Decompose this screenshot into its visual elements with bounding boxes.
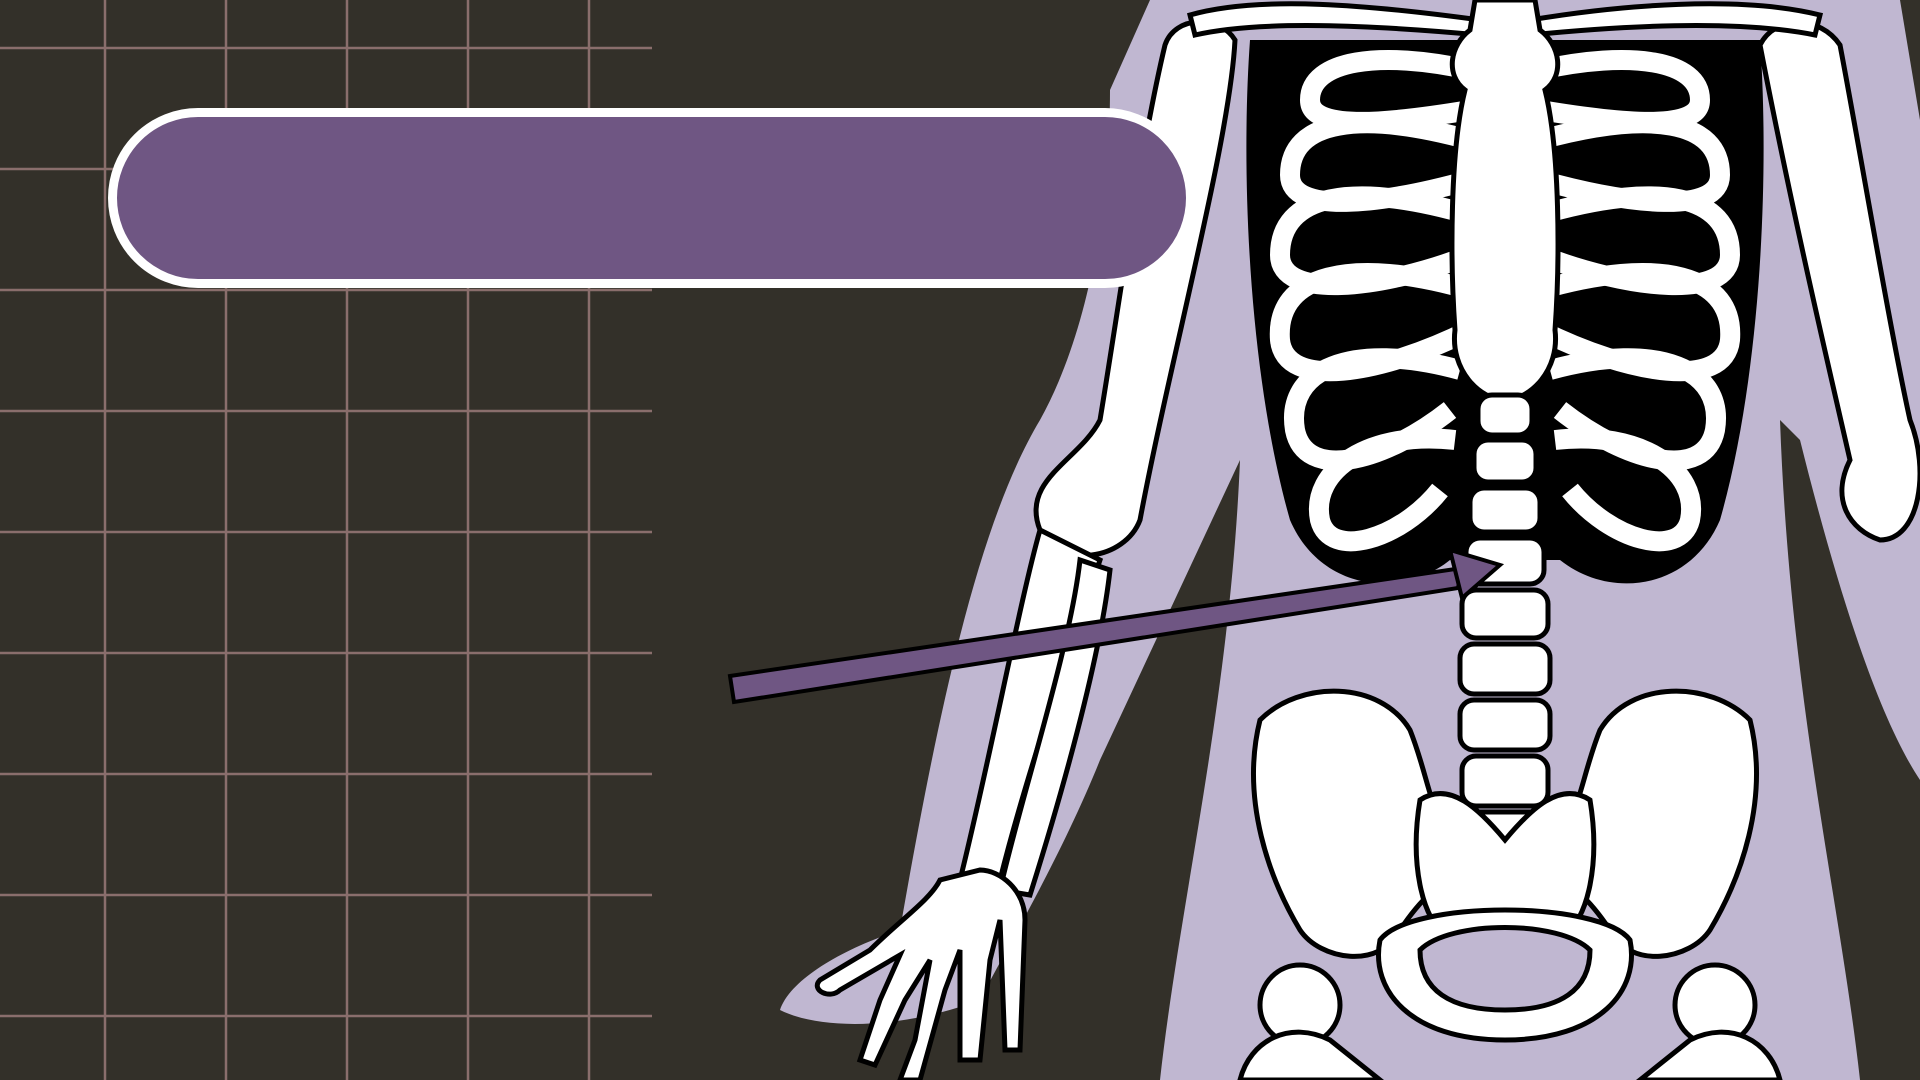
rib-cage [1246, 0, 1764, 584]
grid-pattern [0, 0, 652, 1080]
title-banner [108, 108, 1195, 288]
grid-pattern-panel [0, 0, 652, 1080]
pointer-arrow [727, 547, 1505, 705]
spine [1457, 392, 1553, 860]
pelvis [1237, 688, 1783, 1080]
